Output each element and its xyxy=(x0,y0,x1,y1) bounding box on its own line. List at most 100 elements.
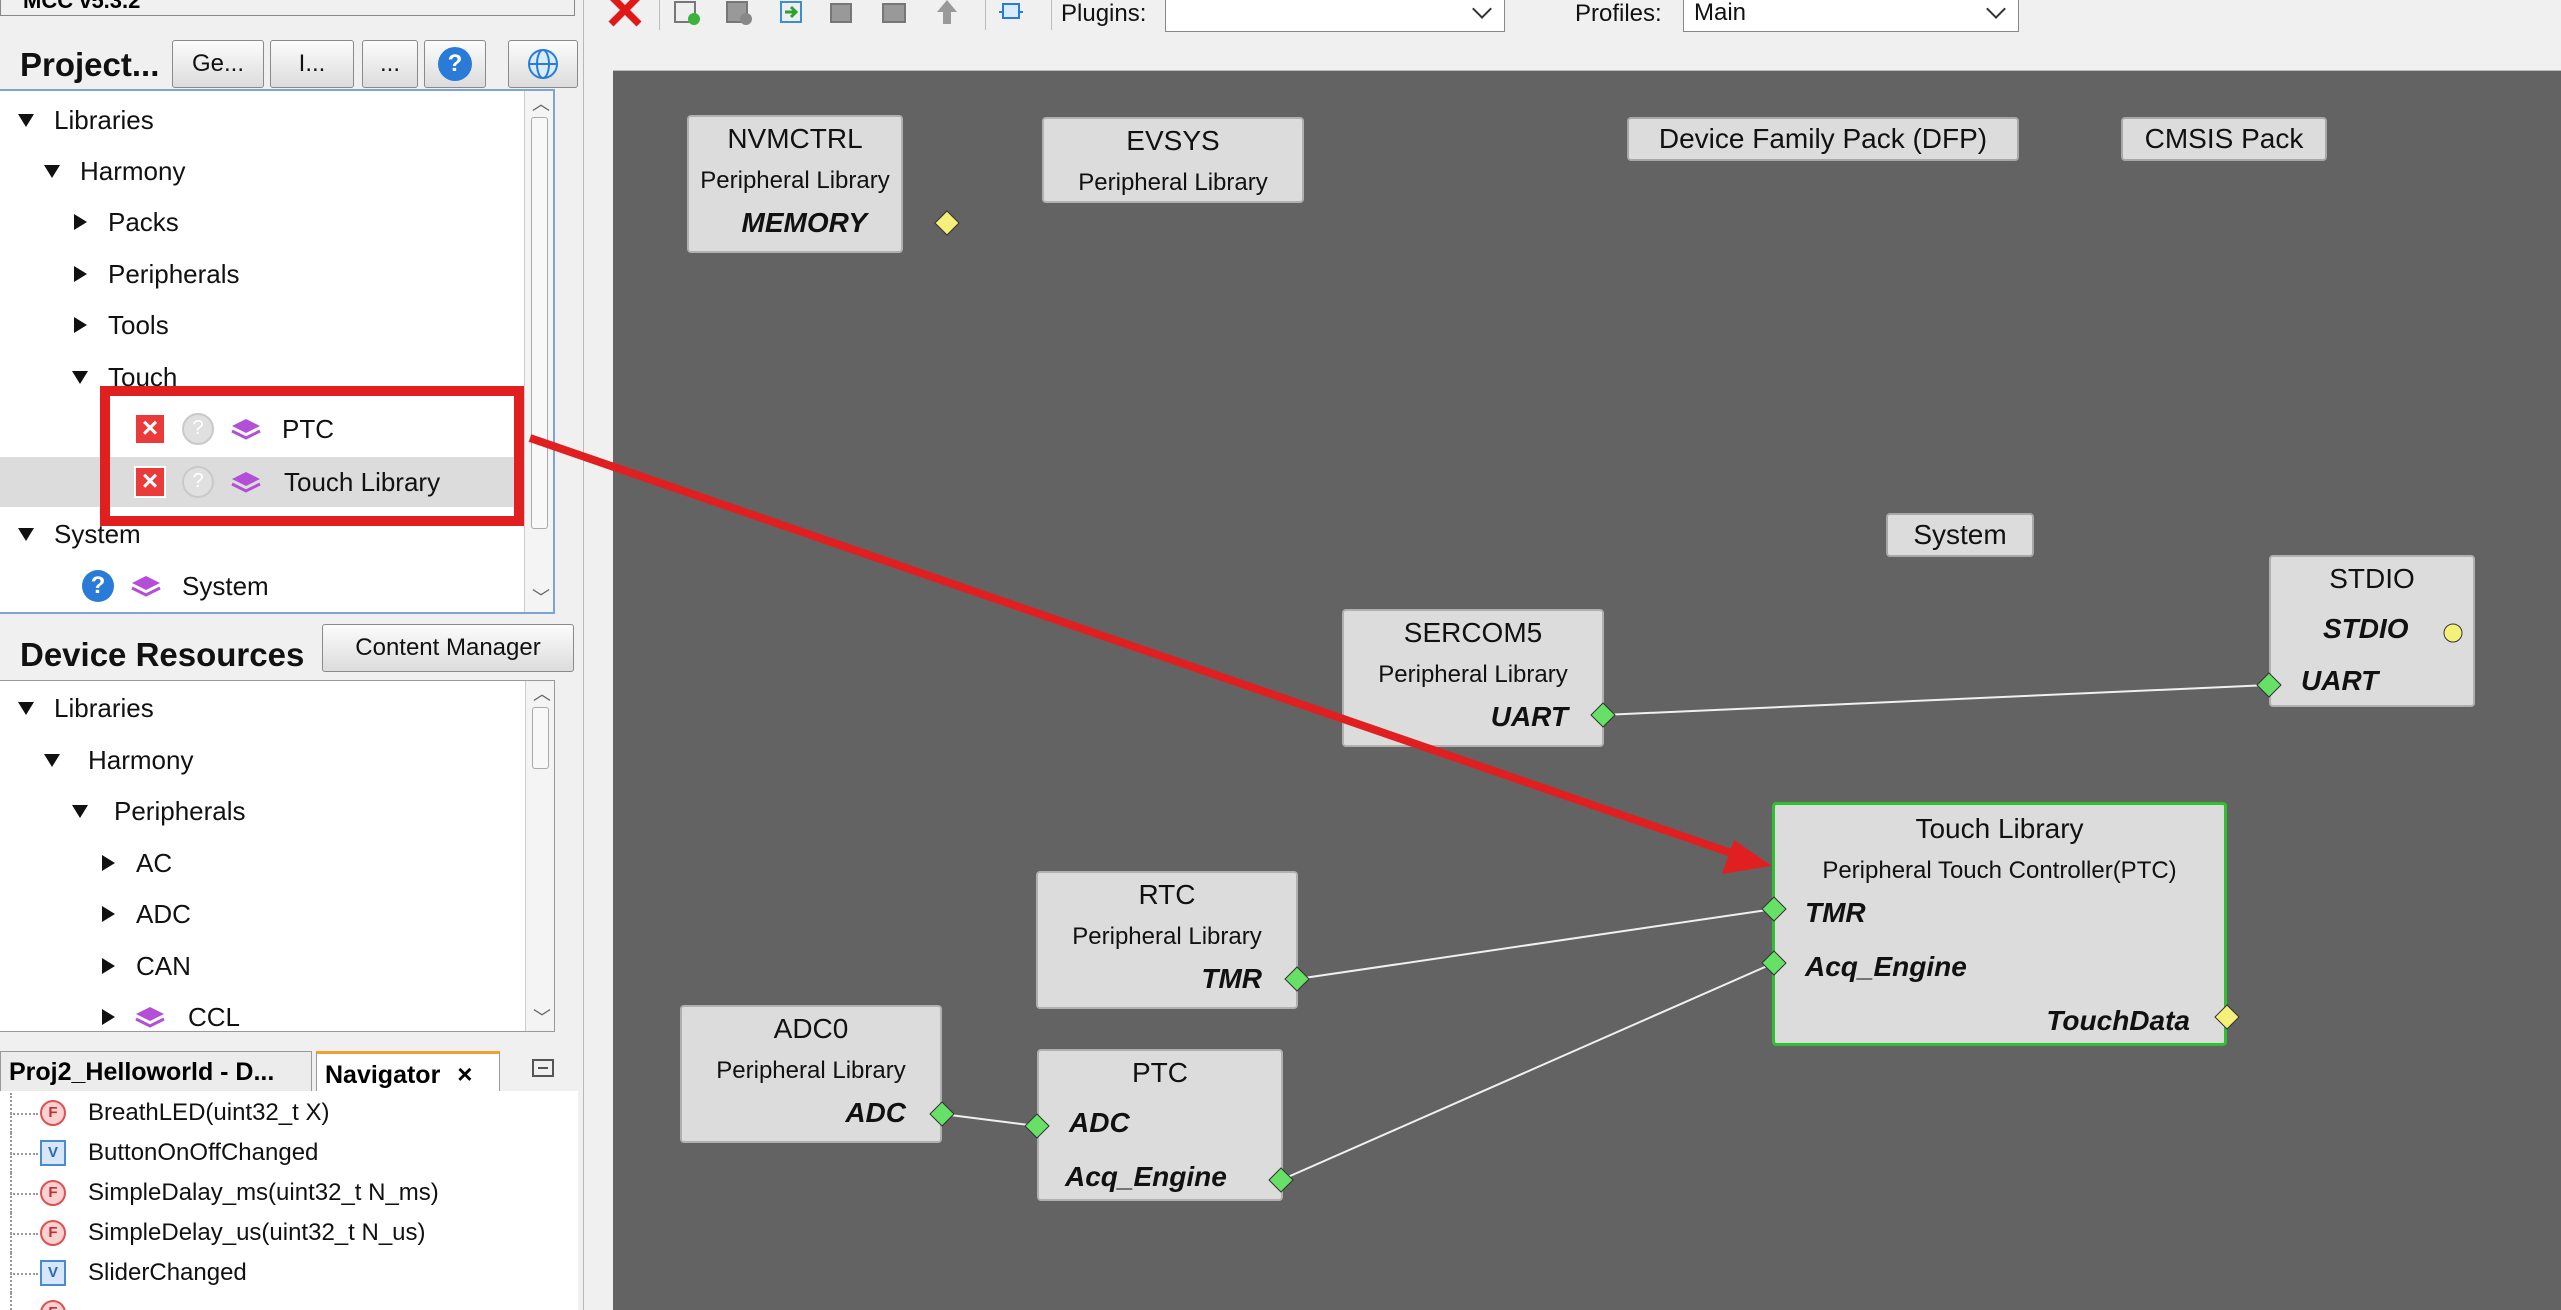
resource-item-ccl[interactable]: CCL xyxy=(0,992,554,1031)
bottom-panel-tabs: Proj2_Helloworld - D... Navigator × xyxy=(0,1045,578,1092)
device-resources-title: Device Resources xyxy=(20,636,305,673)
new-component-icon[interactable] xyxy=(673,0,701,26)
port-acq-engine-in: Acq_Engine xyxy=(1805,951,1967,982)
project-tree: Libraries Harmony Packs Peripherals Tool… xyxy=(0,89,555,614)
layers-icon xyxy=(135,1007,165,1028)
list-item[interactable]: V SliderChanged xyxy=(0,1253,578,1293)
navigator-list: F BreathLED(uint32_t X) V ButtonOnOffCha… xyxy=(0,1091,578,1310)
port-tmr: TMR xyxy=(1201,963,1262,994)
help-button[interactable]: ? xyxy=(424,40,486,88)
resources-tree-scrollbar[interactable]: ︿ ﹀ xyxy=(525,681,554,1031)
minimize-icon[interactable] xyxy=(532,1059,554,1077)
component-icon[interactable] xyxy=(725,0,753,26)
project-tree-scrollbar[interactable]: ︿ ﹀ xyxy=(524,91,553,612)
help-icon[interactable]: ? xyxy=(82,570,114,602)
list-item[interactable]: F SimpleDalay_ms(uint32_t N_ms) xyxy=(0,1173,578,1213)
scroll-up-icon[interactable]: ︿ xyxy=(533,684,551,704)
resource-item-ac[interactable]: AC xyxy=(0,838,554,888)
tree-item-peripherals[interactable]: Peripherals xyxy=(0,249,553,299)
close-icon[interactable]: × xyxy=(457,1059,473,1089)
tab-navigator[interactable]: Navigator × xyxy=(316,1051,500,1091)
function-icon: F xyxy=(40,1220,66,1246)
project-panel-header: Project... Ge... I... ... ? xyxy=(0,34,583,89)
scroll-down-icon[interactable]: ﹀ xyxy=(532,588,550,608)
dfp-label[interactable]: Device Family Pack (DFP) xyxy=(1627,117,2019,161)
up-arrow-icon[interactable] xyxy=(933,0,961,26)
tree-item-harmony[interactable]: Harmony xyxy=(0,146,553,196)
system-label[interactable]: System xyxy=(1886,513,2034,557)
fit-view-icon[interactable] xyxy=(997,0,1025,26)
project-graph-canvas[interactable]: NVMCTRL Peripheral Library MEMORY EVSYS … xyxy=(613,71,2561,1310)
group-icon[interactable] xyxy=(881,0,909,26)
list-item[interactable]: F SimpleDelay_us(uint32_t N_us) xyxy=(0,1213,578,1253)
cmsis-pack-label[interactable]: CMSIS Pack xyxy=(2121,117,2327,161)
project-panel-title: Project... xyxy=(20,46,160,83)
layers-icon xyxy=(131,576,161,597)
wire-rtc-touch-tmr xyxy=(1296,908,1775,980)
delete-icon[interactable] xyxy=(605,0,645,30)
wire-sercom5-stdio xyxy=(1602,684,2270,716)
tab-project-dashboard[interactable]: Proj2_Helloworld - D... xyxy=(0,1051,312,1091)
variable-icon: V xyxy=(40,1260,66,1286)
tree-item-touch[interactable]: Touch xyxy=(0,352,553,402)
scroll-down-icon[interactable]: ﹀ xyxy=(533,1008,551,1028)
plugins-label: Plugins: xyxy=(1061,0,1147,27)
node-nvmctrl[interactable]: NVMCTRL Peripheral Library MEMORY xyxy=(687,115,903,253)
profiles-label: Profiles: xyxy=(1575,0,1662,27)
list-item[interactable]: V ButtonOnOffChanged xyxy=(0,1133,578,1173)
list-item[interactable]: F BreathLED(uint32_t X) xyxy=(0,1093,578,1133)
window-title: MCC v5.3.2 xyxy=(0,0,575,16)
node-stdio[interactable]: STDIO STDIO UART xyxy=(2269,555,2475,707)
export-icon[interactable] xyxy=(829,0,857,26)
more-button[interactable]: ... xyxy=(362,40,418,88)
panel-splitter[interactable] xyxy=(583,0,614,1310)
import-button[interactable]: I... xyxy=(270,40,354,88)
resource-item-libraries[interactable]: Libraries xyxy=(0,683,554,733)
list-item[interactable]: F xyxy=(0,1293,578,1310)
function-icon: F xyxy=(40,1180,66,1206)
tree-item-libraries[interactable]: Libraries xyxy=(0,95,553,145)
port-adc: ADC xyxy=(845,1097,906,1128)
port-uart: UART xyxy=(1490,701,1568,732)
port-memory: MEMORY xyxy=(741,207,868,238)
tree-item-ptc[interactable]: × ? PTC xyxy=(0,404,553,454)
port-tmr-in: TMR xyxy=(1805,897,1866,928)
resource-item-peripherals[interactable]: Peripherals xyxy=(0,786,554,836)
content-manager-button[interactable]: Content Manager xyxy=(322,624,574,672)
generate-button[interactable]: Ge... xyxy=(172,40,264,88)
tree-item-tools[interactable]: Tools xyxy=(0,300,553,350)
port-touchdata: TouchData xyxy=(2046,1005,2190,1036)
variable-icon: V xyxy=(40,1140,66,1166)
profiles-dropdown[interactable]: Main xyxy=(1683,0,2019,32)
node-ptc[interactable]: PTC ADC Acq_Engine xyxy=(1037,1049,1283,1201)
node-evsys[interactable]: EVSYS Peripheral Library xyxy=(1042,117,1304,203)
resource-item-harmony[interactable]: Harmony xyxy=(0,735,554,785)
node-rtc[interactable]: RTC Peripheral Library TMR xyxy=(1036,871,1298,1009)
tree-item-packs[interactable]: Packs xyxy=(0,197,553,247)
scroll-up-icon[interactable]: ︿ xyxy=(532,94,550,114)
remove-icon[interactable]: × xyxy=(134,466,166,498)
node-adc0[interactable]: ADC0 Peripheral Library ADC xyxy=(680,1005,942,1143)
import-icon[interactable] xyxy=(777,0,805,26)
node-sercom5[interactable]: SERCOM5 Peripheral Library UART xyxy=(1342,609,1604,747)
resource-item-can[interactable]: CAN xyxy=(0,941,554,991)
tree-item-system[interactable]: System xyxy=(0,509,553,559)
globe-button[interactable] xyxy=(508,40,578,88)
port-acq-engine-out: Acq_Engine xyxy=(1065,1161,1227,1192)
layers-icon xyxy=(231,419,261,440)
function-icon: F xyxy=(40,1300,66,1310)
node-touch-library[interactable]: Touch Library Peripheral Touch Controlle… xyxy=(1772,802,2227,1046)
remove-icon[interactable]: × xyxy=(134,413,166,445)
port-adc-in: ADC xyxy=(1069,1107,1130,1138)
layers-icon xyxy=(231,472,261,493)
tree-item-touch-library[interactable]: × ? Touch Library xyxy=(0,457,553,507)
function-icon: F xyxy=(40,1100,66,1126)
scroll-thumb[interactable] xyxy=(531,117,548,529)
resource-item-adc[interactable]: ADC xyxy=(0,889,554,939)
plugins-dropdown[interactable] xyxy=(1165,0,1505,32)
scroll-thumb[interactable] xyxy=(532,707,549,769)
help-icon: ? xyxy=(438,47,472,81)
tree-item-system-component[interactable]: ? System xyxy=(0,561,553,611)
wire-ptc-touch-acq xyxy=(1280,962,1775,1181)
left-column: MCC v5.3.2 Project... Ge... I... ... ? L… xyxy=(0,0,583,1310)
